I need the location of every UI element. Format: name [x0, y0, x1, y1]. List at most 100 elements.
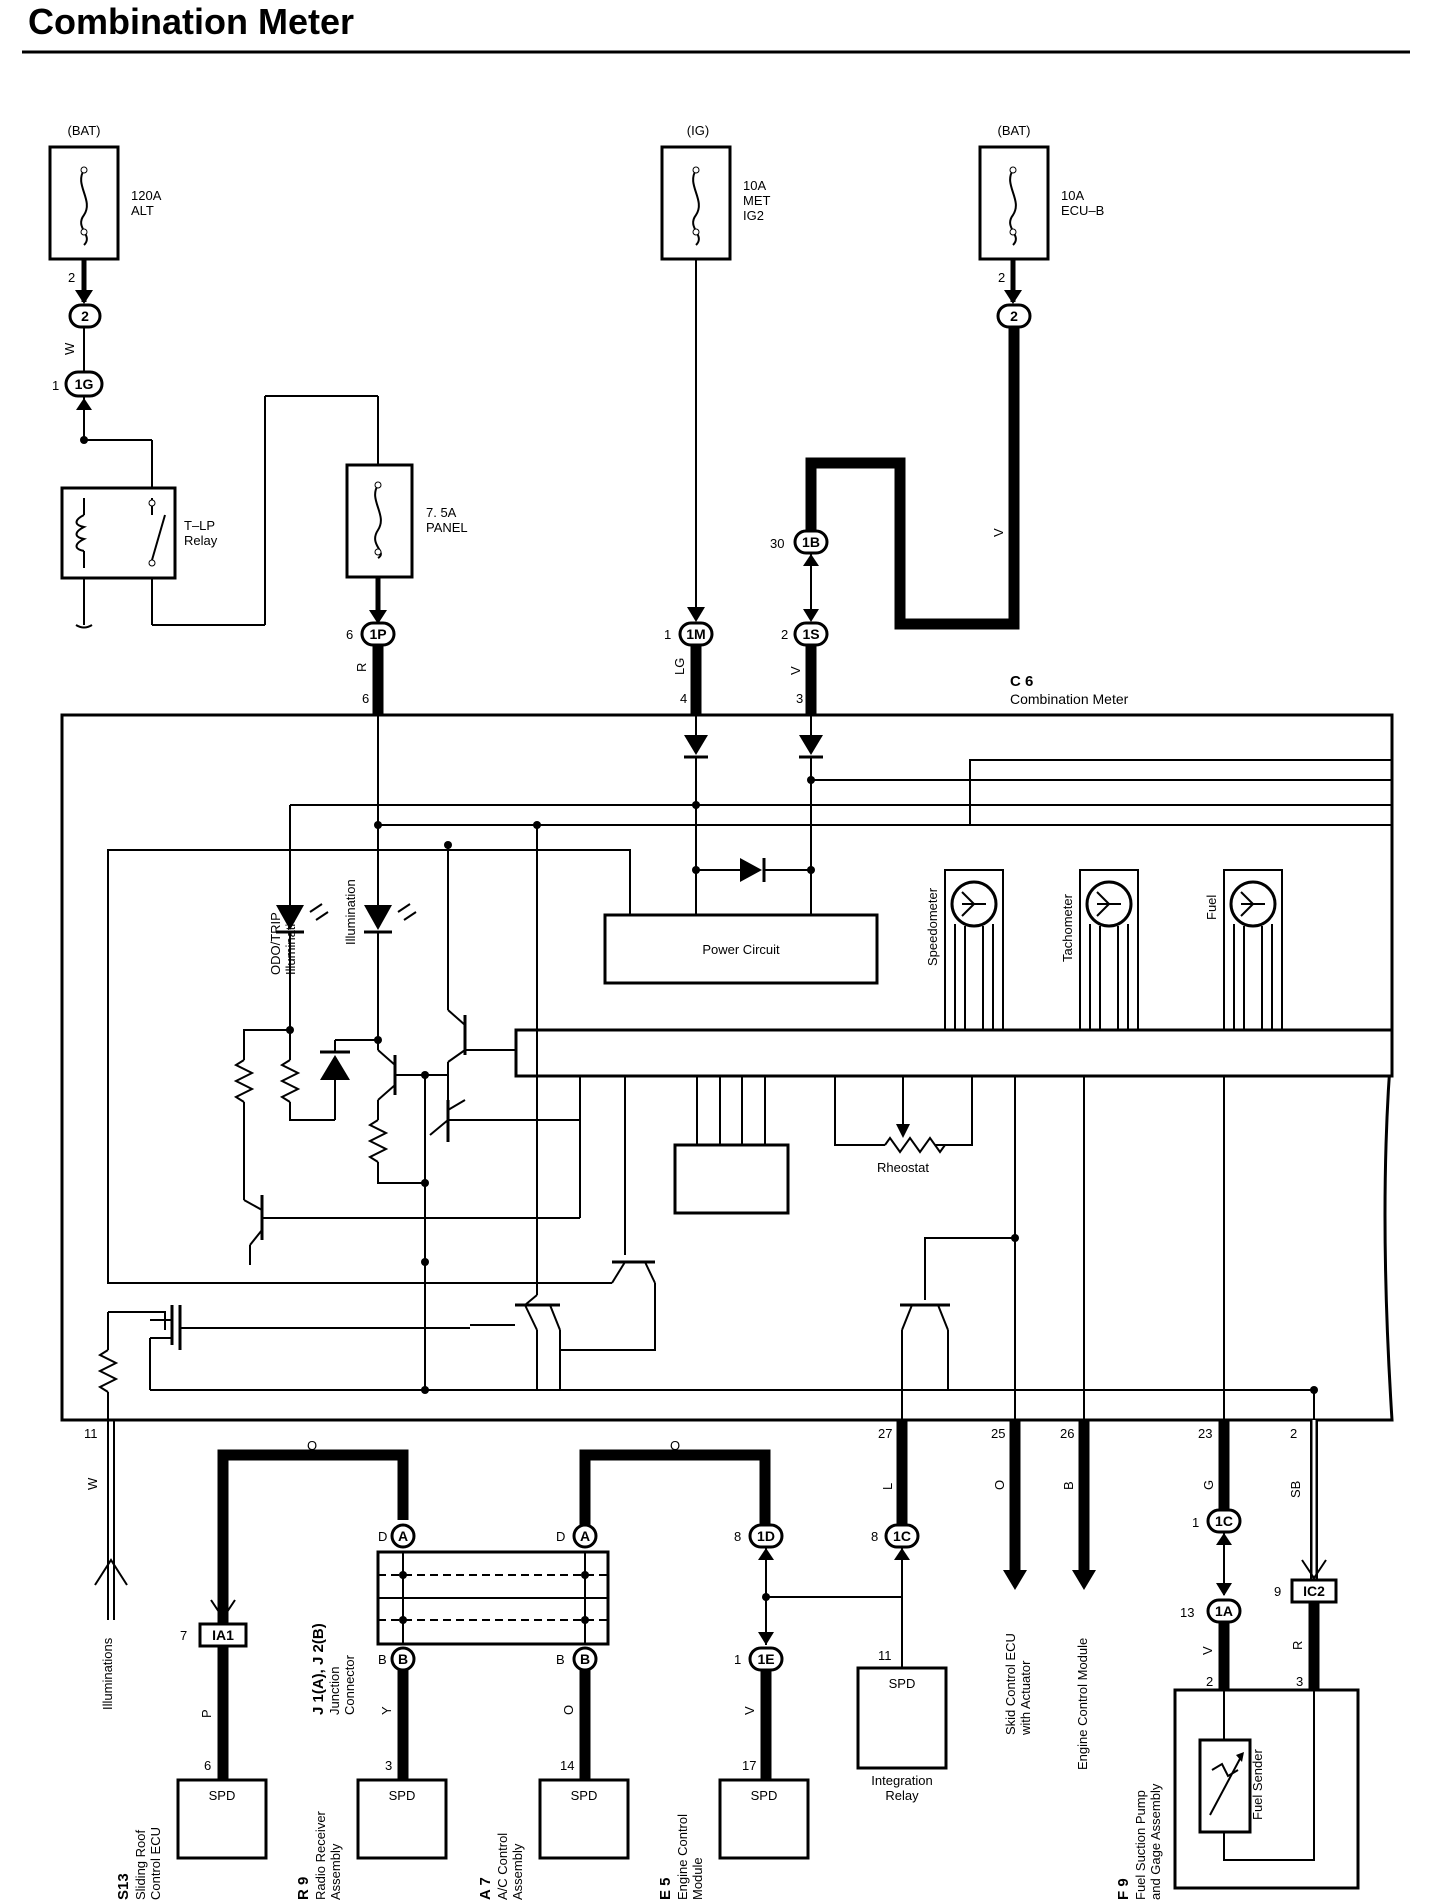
conn-1c-left: [884, 1523, 920, 1549]
met-wire: LG: [672, 658, 687, 675]
e5-engine-control-module: [718, 1778, 810, 1860]
meter-name: Combination Meter: [1010, 691, 1129, 707]
svg-text:3: 3: [385, 1758, 392, 1773]
svg-text:13: 13: [1180, 1605, 1194, 1620]
tachometer-gauge: Tachometer: [1060, 869, 1139, 1030]
ecub-pin: 2: [998, 270, 1005, 285]
conn-1d: [748, 1523, 784, 1549]
panel-wire: R: [354, 663, 369, 672]
illumination-led: Illumination: [343, 715, 417, 945]
rheostat-label: Rheostat: [877, 1160, 929, 1175]
a7-ac-control: [538, 1778, 630, 1860]
svg-text:Integration: Integration: [871, 1773, 932, 1788]
svg-text:6: 6: [204, 1758, 211, 1773]
svg-text:23: 23: [1198, 1426, 1212, 1441]
svg-text:1P: 1P: [369, 626, 386, 642]
svg-text:Assembly: Assembly: [510, 1843, 525, 1900]
alt-pin: 2: [68, 270, 75, 285]
svg-text:Engine Control: Engine Control: [675, 1814, 690, 1900]
svg-text:SPD: SPD: [889, 1676, 916, 1691]
met-name2: IG2: [743, 208, 764, 223]
panel-meter-pin: 6: [362, 691, 369, 706]
tachometer-label: Tachometer: [1060, 893, 1075, 962]
svg-text:Assembly: Assembly: [328, 1843, 343, 1900]
alt-supply: (BAT): [68, 123, 101, 138]
svg-text:2: 2: [81, 308, 89, 324]
panel-rating: 7. 5A: [426, 505, 457, 520]
power-circuit-label: Power Circuit: [702, 942, 780, 957]
svg-text:1: 1: [734, 1652, 741, 1667]
e5-code: E 5: [657, 1877, 674, 1900]
svg-text:1C: 1C: [1215, 1513, 1233, 1529]
svg-text:9: 9: [1274, 1584, 1281, 1599]
svg-text:Module: Module: [690, 1857, 705, 1900]
power-circuit: [603, 913, 879, 985]
svg-text:B: B: [1061, 1481, 1076, 1490]
page-title: Combination Meter: [28, 1, 354, 42]
ic-sub-block: [673, 1143, 790, 1215]
svg-text:SPD: SPD: [751, 1788, 778, 1803]
svg-text:Relay: Relay: [885, 1788, 919, 1803]
conn-jA-right: [572, 1523, 598, 1549]
svg-text:IA1: IA1: [212, 1627, 234, 1643]
meter-code: C 6: [1010, 673, 1033, 690]
skid-label2: with Actuator: [1018, 1660, 1033, 1736]
alt-name: ALT: [131, 203, 154, 218]
speedometer-label: Speedometer: [925, 887, 940, 966]
ecub-connector-1b: [793, 529, 829, 555]
odo-illumination-led: ODO/TRIP Illumination: [268, 805, 329, 975]
svg-text:8: 8: [734, 1529, 741, 1544]
svg-text:1D: 1D: [757, 1528, 775, 1544]
alt-rating: 120A: [131, 188, 162, 203]
integration-relay: [856, 1666, 948, 1770]
fuel-sender-label: Fuel Sender: [1250, 1749, 1265, 1820]
ecub-wire: V: [991, 528, 1006, 537]
r9-code: R 9: [295, 1877, 312, 1900]
fuel-gauge: Fuel: [1204, 869, 1283, 1030]
svg-text:2: 2: [1010, 308, 1018, 324]
svg-text:O: O: [561, 1705, 576, 1715]
odo-label1: ODO/TRIP: [268, 912, 283, 975]
svg-text:L: L: [880, 1483, 895, 1490]
svg-text:O: O: [307, 1438, 317, 1453]
svg-text:Junction: Junction: [327, 1667, 342, 1715]
svg-text:A: A: [398, 1528, 408, 1544]
relay-pin: 1: [52, 378, 59, 393]
ecm-label: Engine Control Module: [1075, 1638, 1090, 1770]
svg-text:Sliding Roof: Sliding Roof: [133, 1830, 148, 1900]
a7-code: A 7: [477, 1877, 494, 1900]
fuel-label: Fuel: [1204, 895, 1219, 920]
svg-text:1E: 1E: [757, 1651, 774, 1667]
conn-1c-right: [1206, 1508, 1242, 1534]
rheostat: Rheostat: [834, 1076, 973, 1175]
svg-text:SPD: SPD: [209, 1788, 236, 1803]
svg-text:SPD: SPD: [389, 1788, 416, 1803]
svg-text:1B: 1B: [802, 534, 820, 550]
svg-text:B: B: [580, 1651, 590, 1667]
illuminations-label: Illuminations: [100, 1637, 115, 1710]
svg-text:Control ECU: Control ECU: [148, 1827, 163, 1900]
svg-text:SPD: SPD: [571, 1788, 598, 1803]
svg-text:1G: 1G: [75, 376, 94, 392]
svg-text:Connector: Connector: [342, 1654, 357, 1715]
ecub-name: ECU–B: [1061, 203, 1104, 218]
svg-text:R: R: [1290, 1641, 1305, 1650]
svg-text:B: B: [556, 1652, 565, 1667]
svg-text:A/C Control: A/C Control: [495, 1833, 510, 1900]
svg-text:Radio Receiver: Radio Receiver: [313, 1810, 328, 1900]
junction-code: J 1(A), J 2(B): [310, 1623, 327, 1715]
svg-text:11: 11: [84, 1426, 98, 1441]
svg-text:7: 7: [180, 1628, 187, 1643]
ecub-pin30: 30: [770, 536, 784, 551]
s13-sliding-roof-ecu: [176, 1778, 268, 1860]
svg-text:Y: Y: [379, 1706, 394, 1715]
svg-text:G: G: [1201, 1480, 1216, 1490]
svg-text:V: V: [1200, 1646, 1215, 1655]
svg-text:D: D: [556, 1529, 565, 1544]
panel-fuse: 7. 5A PANEL: [345, 463, 468, 579]
met-meter-pin: 4: [680, 691, 687, 706]
skid-label1: Skid Control ECU: [1003, 1633, 1018, 1735]
tlp-relay: T–LP Relay: [60, 486, 218, 580]
svg-text:1S: 1S: [802, 626, 819, 642]
